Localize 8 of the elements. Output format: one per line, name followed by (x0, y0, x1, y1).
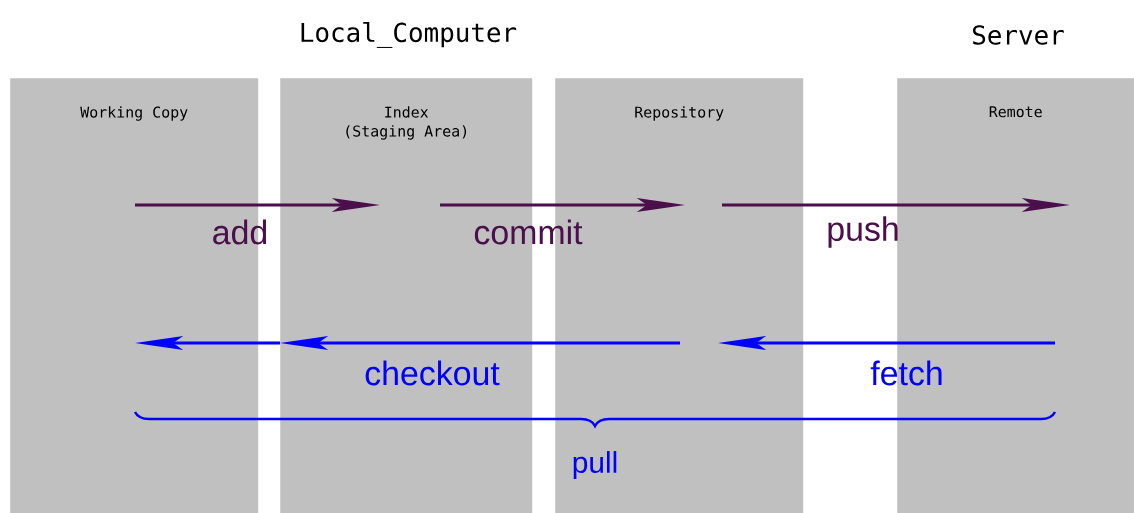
edge-label: push (828, 216, 898, 248)
edge-label: add (213, 219, 267, 245)
brace-label: pull (573, 451, 617, 479)
heading: Local_Computer (301, 22, 517, 48)
edge-label: commit (474, 219, 583, 245)
edge-label: checkout (365, 360, 500, 386)
heading: Server (973, 25, 1064, 45)
edge-label: fetch (870, 360, 942, 386)
